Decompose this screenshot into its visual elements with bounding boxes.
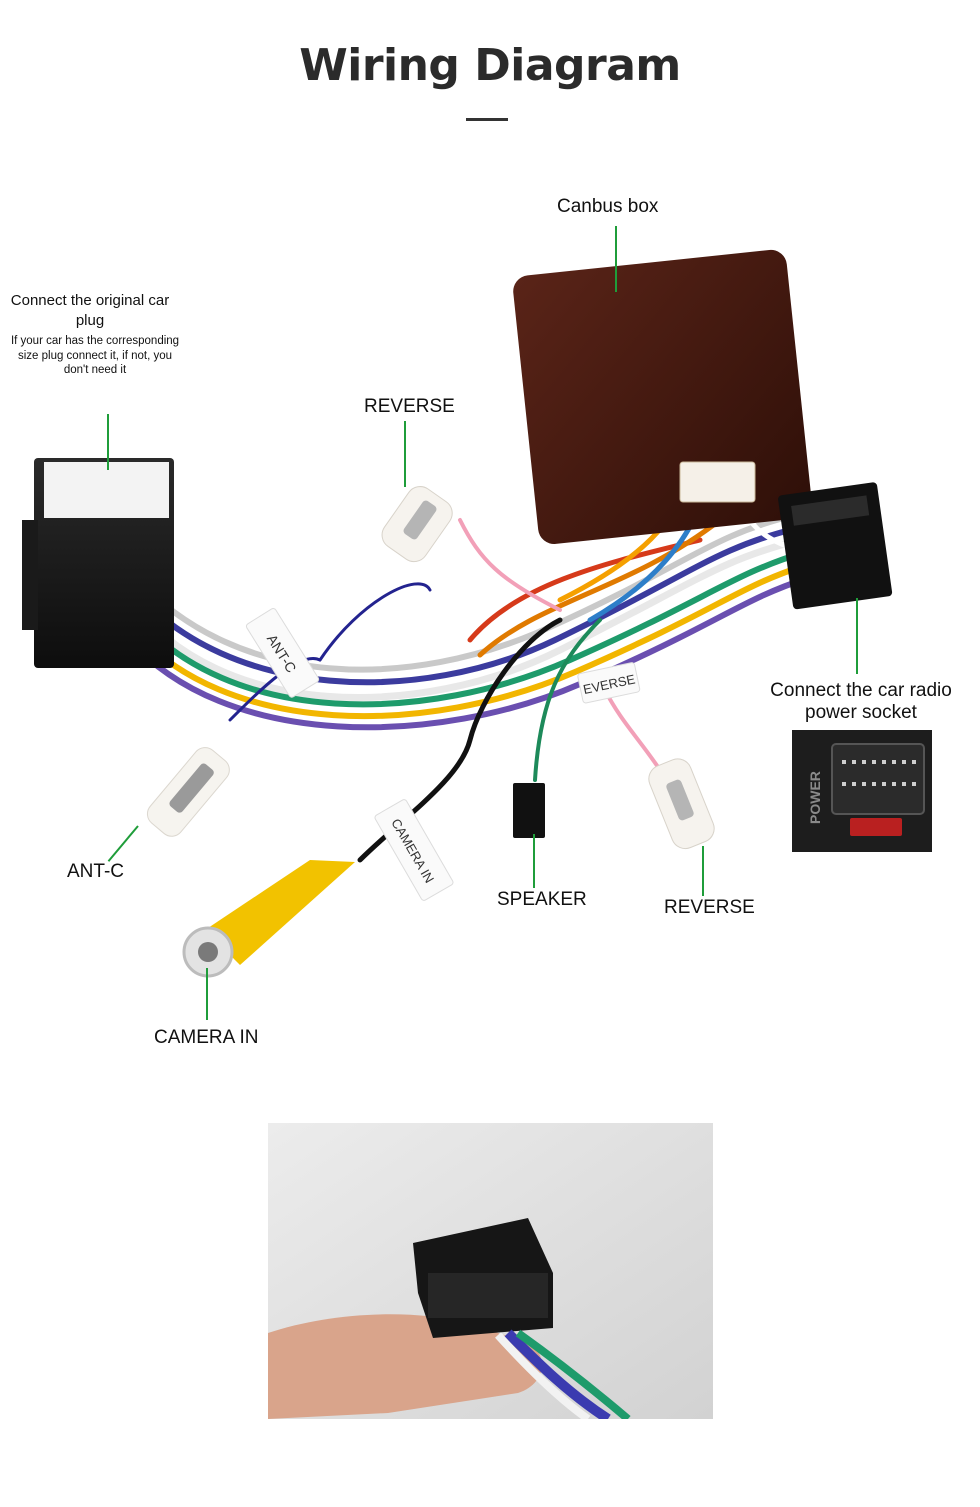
socket-pin — [882, 760, 886, 764]
reverse-top-label: REVERSE — [364, 396, 455, 417]
socket-pin — [912, 782, 916, 786]
camera-rca-plug — [182, 860, 355, 978]
socket-pin — [912, 760, 916, 764]
ant-c-connector — [146, 747, 230, 837]
radio-power-connector-illustration — [778, 482, 893, 610]
camera-in-label: CAMERA IN — [154, 1027, 259, 1048]
socket-pin — [892, 760, 896, 764]
wire-bundle — [123, 467, 811, 863]
socket-pin — [852, 760, 856, 764]
canbus-leader-line — [615, 226, 617, 292]
socket-pin — [892, 782, 896, 786]
camera-leader-line — [206, 968, 208, 1020]
socket-pin — [882, 782, 886, 786]
socket-pin — [902, 760, 906, 764]
reverse-bottom-label: REVERSE — [664, 897, 755, 918]
socket-pin — [842, 782, 846, 786]
speaker-label: SPEAKER — [497, 889, 587, 910]
ant-c-tag: ANT-C — [245, 608, 320, 698]
original-car-plug-illustration — [22, 458, 174, 668]
socket-pin — [852, 782, 856, 786]
reverse-top-connector — [381, 486, 453, 563]
reverse-bottom-leader-line — [702, 846, 704, 896]
socket-pin — [872, 782, 876, 786]
page-title: Wiring Diagram — [299, 40, 681, 91]
title-underline — [466, 118, 508, 121]
socket-pin — [842, 760, 846, 764]
original-plug-leader-line — [107, 414, 109, 470]
socket-pin — [862, 760, 866, 764]
canbus-box-label: Canbus box — [557, 196, 659, 217]
reverse-top-leader-line — [404, 421, 406, 487]
speaker-connector — [513, 783, 545, 838]
radio-socket-label: Connect the car radio power socket — [770, 680, 952, 723]
power-socket-photo: POWER — [792, 730, 932, 852]
radio-socket-leader-line — [856, 598, 858, 674]
reverse-bottom-connector — [648, 758, 715, 850]
original-plug-label: Connect the original car plug — [10, 292, 170, 329]
socket-pin — [862, 782, 866, 786]
socket-pin — [902, 782, 906, 786]
connector-hand-photo — [268, 1123, 713, 1419]
canbus-box-illustration — [513, 249, 812, 544]
wiring-harness-illustration: ANT-C CAMERA IN EVERSE — [22, 249, 893, 978]
camera-tag: CAMERA IN — [374, 799, 454, 901]
reverse-tag: EVERSE — [577, 662, 641, 704]
original-plug-note: If your car has the corresponding size p… — [10, 335, 180, 376]
socket-pin — [872, 760, 876, 764]
power-socket-text: POWER — [807, 771, 823, 824]
speaker-leader-line — [533, 834, 535, 888]
ant-c-label: ANT-C — [67, 861, 124, 882]
